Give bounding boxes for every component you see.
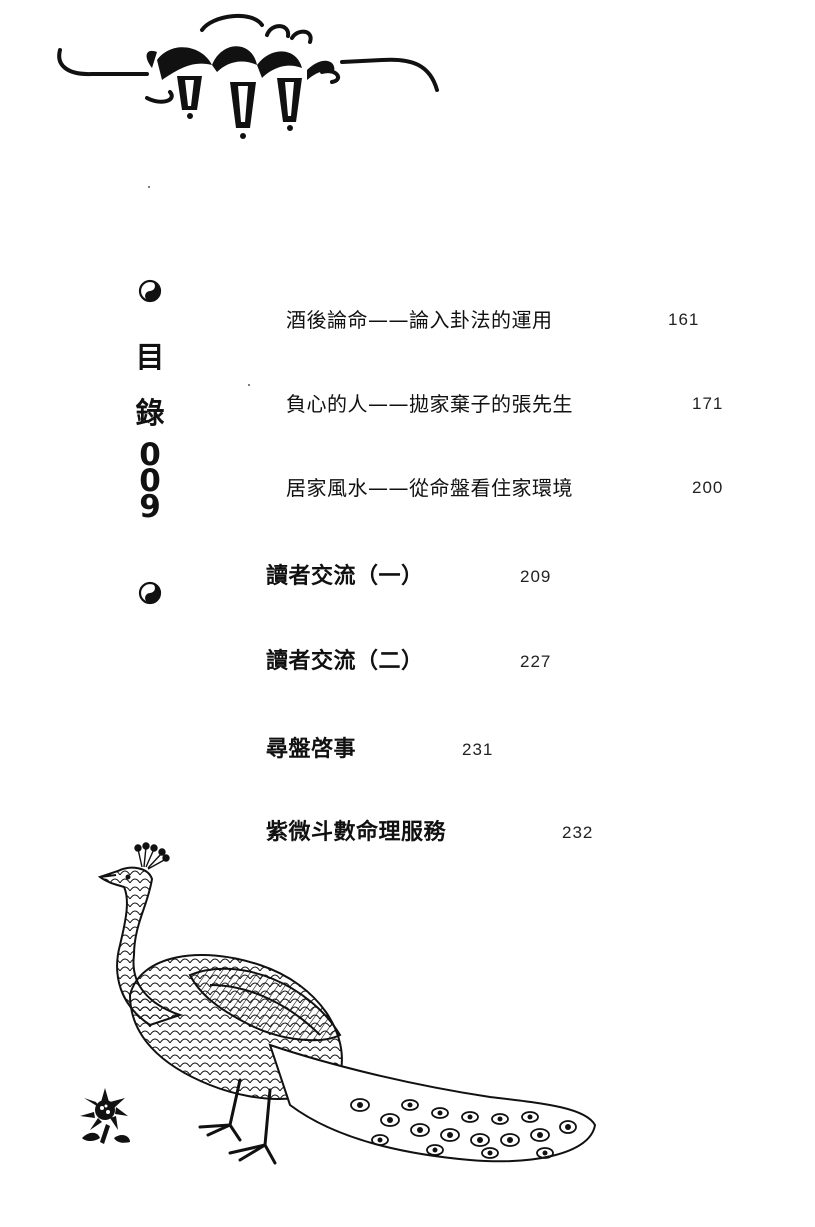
side-title-char: 目 (135, 340, 165, 374)
volume-number-digit: 0 (139, 437, 161, 473)
toc-entry-page: 232 (562, 823, 594, 842)
toc-entry[interactable]: 紫微斗數命理服務 232 (266, 818, 626, 848)
toc-entry-title: 負心的人——拋家棄子的張先生 (286, 392, 573, 416)
print-speck (148, 186, 150, 188)
toc-entry[interactable]: 居家風水——從命盤看住家環境 200 (286, 473, 746, 503)
toc-entry-page: 161 (668, 310, 700, 329)
side-title: 目 錄 0 0 9 (132, 340, 168, 525)
toc-entry-page: 200 (692, 478, 724, 497)
toc-entry-title: 尋盤啓事 (266, 737, 357, 762)
chrysanthemum-icon (80, 1088, 130, 1144)
toc-entry[interactable]: 讀者交流（一） 209 (266, 562, 586, 592)
yin-yang-icon (138, 581, 162, 605)
toc-entry-page: 227 (520, 652, 552, 671)
print-speck (248, 384, 250, 386)
toc-entry[interactable]: 尋盤啓事 231 (266, 735, 526, 765)
toc-entry[interactable]: 負心的人——拋家棄子的張先生 171 (286, 389, 726, 419)
volume-number-digit: 9 (139, 489, 161, 525)
yin-yang-icon (138, 279, 162, 303)
toc-entry-title: 居家風水——從命盤看住家環境 (286, 476, 573, 500)
toc-entry-title: 紫微斗數命理服務 (266, 820, 447, 845)
toc-entry[interactable]: 讀者交流（二） 227 (266, 647, 586, 677)
volume-number-digit: 0 (139, 463, 161, 499)
side-title-char: 錄 (135, 396, 165, 430)
toc-entry[interactable]: 酒後論命——論入卦法的運用 161 (286, 305, 726, 335)
toc-entry-title: 酒後論命——論入卦法的運用 (286, 308, 553, 332)
toc-entry-page: 231 (462, 740, 494, 759)
toc-entry-page: 171 (692, 394, 724, 413)
peacock-illustration (97, 842, 597, 1165)
toc-entry-page: 209 (520, 567, 552, 586)
toc-entry-title: 讀者交流（一） (266, 564, 424, 589)
toc-entry-title: 讀者交流（二） (266, 649, 424, 674)
floral-ornament-icon (57, 13, 439, 139)
